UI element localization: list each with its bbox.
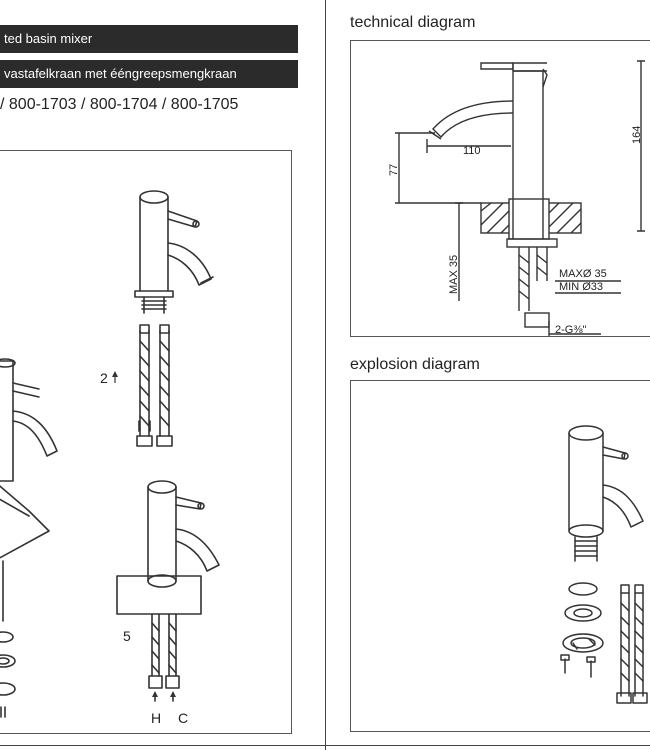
title-bar-english: ted basin mixer [0, 25, 298, 53]
page-divider [325, 0, 326, 750]
dim-height: 164 [631, 126, 643, 144]
label-step-2: 2 [100, 370, 108, 386]
dim-min-hole: MIN Ø33 [559, 281, 603, 293]
dim-spout-height: 77 [388, 164, 400, 176]
title-english: ted basin mixer [4, 31, 93, 46]
dim-spout-reach: 110 [463, 145, 481, 157]
dim-max-thickness: MAX 35 [448, 255, 460, 294]
label-step-5: 5 [123, 628, 131, 644]
dim-max-hole: MAXØ 35 [559, 268, 607, 280]
assembly-frame: 2 5 H C [0, 150, 292, 734]
label-hot: H [151, 710, 161, 726]
explosion-diagram-title: explosion diagram [350, 356, 480, 373]
label-cold: C [178, 710, 188, 726]
bottom-rule [0, 745, 650, 746]
model-numbers: / 800-1703 / 800-1704 / 800-1705 [0, 96, 239, 113]
title-bar-dutch: vastafelkraan met ééngreepsmengkraan [0, 60, 298, 88]
assembly-drawing: 2 5 H C [0, 190, 220, 726]
title-dutch: vastafelkraan met ééngreepsmengkraan [4, 66, 237, 81]
technical-diagram-frame: 164 110 77 MAX 35 MAXØ 35 MIN Ø33 2-G⅜" [350, 40, 650, 337]
explosion-diagram-frame [350, 380, 650, 732]
dim-connection: 2-G⅜" [555, 324, 587, 336]
explosion-drawing [560, 425, 648, 704]
technical-drawing: 164 110 77 MAX 35 MAXØ 35 MIN Ø33 2-G⅜" [388, 60, 645, 336]
technical-diagram-title: technical diagram [350, 14, 476, 31]
